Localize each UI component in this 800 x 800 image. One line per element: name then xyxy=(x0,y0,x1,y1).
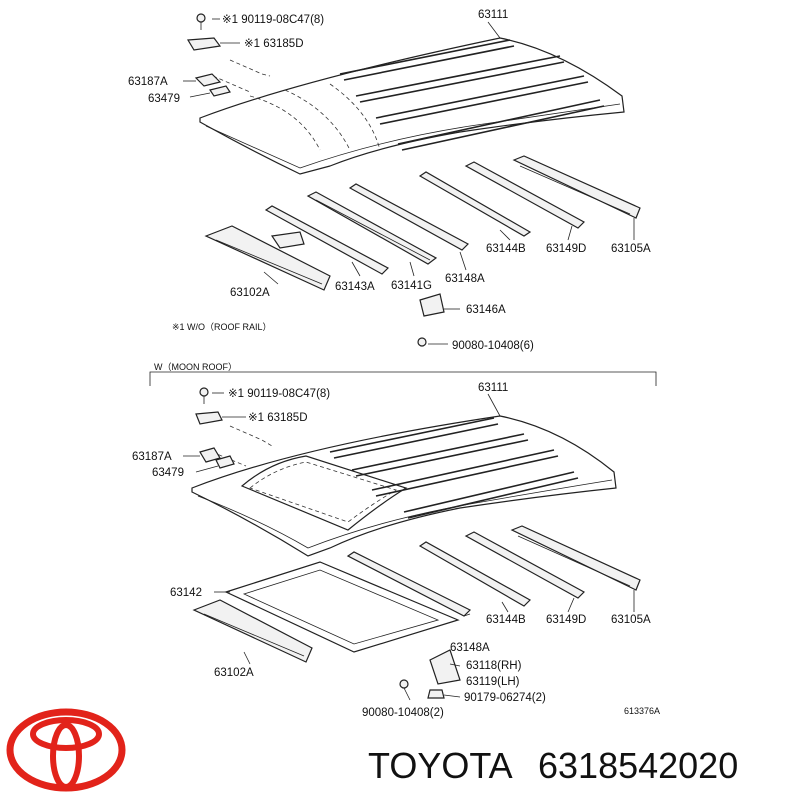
label-bow2-lower: 63149D xyxy=(546,614,586,626)
brace-part-lower xyxy=(429,649,461,685)
nut-icon xyxy=(427,689,445,699)
sunroof-opening xyxy=(240,455,408,531)
roof-panel-lower xyxy=(191,415,617,557)
roof-bow-63149d-lower xyxy=(464,531,585,599)
brand-name: TOYOTA xyxy=(368,745,513,786)
label-bolt-upper: ※1 90119-08C47(8) xyxy=(222,14,324,26)
roof-bow-63144b xyxy=(418,171,532,237)
roof-bow-63148a-lower xyxy=(346,551,472,617)
part-number: 6318542020 xyxy=(538,745,738,786)
label-panel-lower: 63111 xyxy=(478,382,508,394)
roof-bow-63105a xyxy=(512,155,641,219)
bracket-small-lower xyxy=(215,455,235,469)
screw-icon xyxy=(417,337,427,347)
section-title-moonroof: W（MOON ROOF） xyxy=(154,362,237,372)
bracket-part-upper xyxy=(194,73,222,87)
lower-section-bracket xyxy=(149,371,657,386)
label-bracket-a-lower: 63187A xyxy=(132,451,172,463)
bolt-icon xyxy=(196,13,206,30)
label-bow3-upper: 63105A xyxy=(611,243,651,255)
upper-assembly xyxy=(183,13,641,347)
label-panel-upper: 63111 xyxy=(478,9,508,21)
label-bow1-lower: 63144B xyxy=(486,614,526,626)
label-brace-rh: 63118(RH) xyxy=(466,660,522,672)
gusset-part-upper xyxy=(419,293,445,317)
label-screw-upper: 90080-10408(6) xyxy=(452,340,534,352)
lower-assembly xyxy=(183,387,641,701)
sunroof-frame xyxy=(224,561,460,653)
label-header-lower: 63102A xyxy=(214,667,254,679)
footnote-upper: ※1 W/O（ROOF RAIL） xyxy=(172,322,272,332)
label-bow5-upper: 63141G xyxy=(391,280,432,292)
label-bolt-lower: ※1 90119-08C47(8) xyxy=(228,388,330,400)
label-gusset-upper: 63146A xyxy=(466,304,506,316)
roof-bow-63144b-lower xyxy=(418,541,531,607)
label-bracket-b-upper: 63479 xyxy=(148,93,180,105)
label-bracket-a-upper: 63187A xyxy=(128,76,168,88)
roof-panel-upper xyxy=(199,37,625,175)
roof-header-upper xyxy=(204,225,331,291)
label-bow6-upper: 63148A xyxy=(445,273,485,285)
toyota-logo-icon xyxy=(6,708,126,792)
label-bow3-lower: 63105A xyxy=(611,614,651,626)
label-frame-lower: 63142 xyxy=(170,587,202,599)
screw-icon xyxy=(399,679,409,689)
label-header-upper: 63102A xyxy=(230,287,270,299)
bracket-part-lower xyxy=(199,447,221,463)
drawing-reference: 613376A xyxy=(624,706,660,716)
label-bow2-upper: 63149D xyxy=(546,243,586,255)
label-brace-lh: 63119(LH) xyxy=(466,676,520,688)
bracket-cluster-upper xyxy=(270,231,305,249)
label-clip-lower: ※1 63185D xyxy=(248,412,308,424)
roof-header-lower xyxy=(192,599,313,663)
roof-bow-63105a-lower xyxy=(510,525,641,591)
bolt-icon xyxy=(199,387,209,404)
roof-bow-63143a xyxy=(264,205,389,275)
label-nut-lower: 90179-06274(2) xyxy=(464,692,546,704)
label-bow1-upper: 63144B xyxy=(486,243,526,255)
roof-bow-63149d xyxy=(464,161,585,229)
label-bow6-lower: 63148A xyxy=(450,642,490,654)
label-bow4-upper: 63143A xyxy=(335,281,375,293)
clip-part-lower xyxy=(195,411,223,425)
label-bracket-b-lower: 63479 xyxy=(152,467,184,479)
bracket-small-upper xyxy=(209,85,231,97)
label-screw-lower: 90080-10408(2) xyxy=(362,707,444,719)
label-clip-upper: ※1 63185D xyxy=(244,38,304,50)
roof-bow-63148a xyxy=(348,183,469,251)
clip-part-upper xyxy=(186,37,222,51)
